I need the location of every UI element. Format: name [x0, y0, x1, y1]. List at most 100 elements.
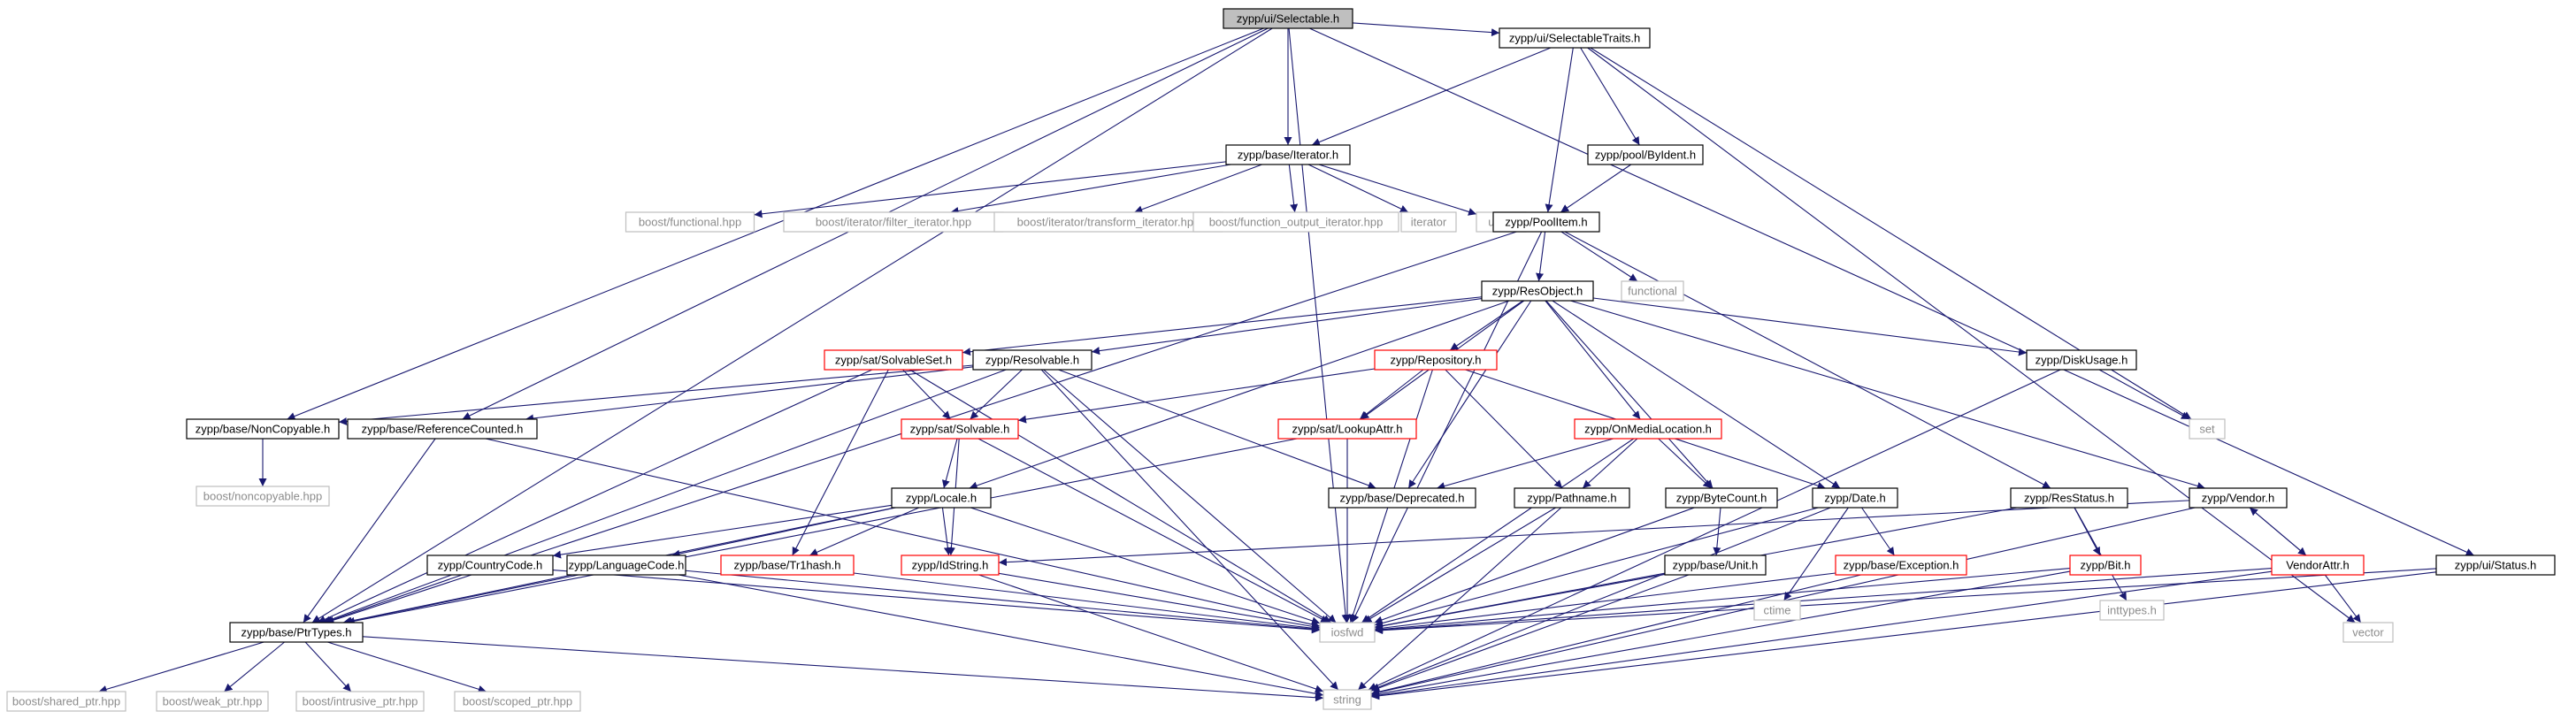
- node-box: [1322, 689, 1372, 710]
- edge-resolvable-to-deprecated: [1058, 369, 1376, 490]
- node-label: zypp/PoolItem.h: [1505, 216, 1587, 229]
- node-onmedia[interactable]: zypp/OnMediaLocation.h: [1574, 418, 1722, 440]
- node-label: zypp/base/PtrTypes.h: [241, 626, 351, 639]
- edge-resobject-to-date: [1552, 300, 1841, 489]
- edge-bit-to-iosfwd: [1374, 567, 2071, 633]
- node-deprecated[interactable]: zypp/base/Deprecated.h: [1328, 487, 1476, 509]
- node-weakptr: boost/weak_ptr.hpp: [156, 691, 269, 712]
- node-iteratorstd: iterator: [1400, 211, 1457, 233]
- node-resolvable[interactable]: zypp/Resolvable.h: [972, 349, 1092, 371]
- node-bit[interactable]: zypp/Bit.h: [2069, 555, 2142, 576]
- node-box: [156, 691, 269, 712]
- edge-bit-to-string: [1370, 570, 2071, 699]
- node-label: zypp/base/Exception.h: [1844, 559, 1959, 572]
- edge-refcounted-to-ptrtypes: [303, 438, 436, 623]
- node-pathname[interactable]: zypp/Pathname.h: [1514, 487, 1630, 509]
- node-solvableset[interactable]: zypp/sat/SolvableSet.h: [824, 349, 963, 371]
- node-label: boost/weak_ptr.hpp: [163, 695, 263, 708]
- node-byident[interactable]: zypp/pool/ByIdent.h: [1587, 144, 1704, 165]
- node-ptrtypes[interactable]: zypp/base/PtrTypes.h: [229, 622, 364, 643]
- edge-pathname-to-string: [1357, 507, 1562, 691]
- node-idstring[interactable]: zypp/IdString.h: [901, 555, 1000, 576]
- node-langcode[interactable]: zypp/LanguageCode.h: [566, 555, 686, 576]
- edge-vendorattr-to-string: [1370, 570, 2273, 700]
- node-inttypes: inttypes.h: [2099, 600, 2165, 621]
- node-unit[interactable]: zypp/base/Unit.h: [1664, 555, 1767, 576]
- node-solvable[interactable]: zypp/sat/Solvable.h: [901, 418, 1019, 440]
- node-tr1hash[interactable]: zypp/base/Tr1hash.h: [720, 555, 855, 576]
- node-label: boost/shared_ptr.hpp: [12, 695, 120, 708]
- edge-solvableset-to-tr1hash: [792, 369, 889, 556]
- edge-onmedia-to-deprecated: [1437, 438, 1614, 490]
- edge-resolvable-to-refcounted: [525, 366, 974, 423]
- node-repository[interactable]: zypp/Repository.h: [1374, 349, 1498, 371]
- node-iterator[interactable]: zypp/base/Iterator.h: [1225, 144, 1351, 165]
- node-box: [1621, 280, 1684, 302]
- node-box: [1225, 144, 1351, 165]
- edge-locale-to-iosfwd: [970, 507, 1321, 625]
- node-resstatus[interactable]: zypp/ResStatus.h: [2010, 487, 2128, 509]
- node-label: inttypes.h: [2107, 604, 2157, 617]
- node-seltraits[interactable]: zypp/ui/SelectableTraits.h: [1499, 27, 1651, 49]
- edge-byident-to-poolitem: [1560, 164, 1632, 213]
- node-label: zypp/base/Unit.h: [1673, 559, 1759, 572]
- node-diskusage[interactable]: zypp/DiskUsage.h: [2026, 349, 2137, 371]
- node-root[interactable]: zypp/ui/Selectable.h: [1223, 8, 1353, 29]
- node-label: zypp/Vendor.h: [2202, 492, 2274, 505]
- node-date[interactable]: zypp/Date.h: [1812, 487, 1898, 509]
- node-label: boost/function_output_iterator.hpp: [1209, 216, 1384, 229]
- edge-iterator-to-boostfunc: [754, 161, 1227, 218]
- node-noncopyable[interactable]: zypp/base/NonCopyable.h: [186, 418, 340, 440]
- node-label: iosfwd: [1331, 626, 1364, 639]
- node-status[interactable]: zypp/ui/Status.h: [2435, 555, 2556, 576]
- node-exception[interactable]: zypp/base/Exception.h: [1835, 555, 1967, 576]
- edge-iterator-to-filteriter: [950, 164, 1231, 215]
- edge-vendorattr-to-iosfwd: [1374, 568, 2273, 634]
- node-bytecount[interactable]: zypp/ByteCount.h: [1665, 487, 1778, 509]
- node-label: VendorAttr.h: [2286, 559, 2350, 572]
- node-iosfwd: iosfwd: [1319, 622, 1376, 643]
- node-label: zypp/Bit.h: [2080, 559, 2130, 572]
- edge-resolvable-to-string: [1040, 369, 1339, 691]
- edge-refcounted-to-iosfwd: [485, 438, 1321, 629]
- edge-resolvable-to-noncopyable: [338, 364, 974, 425]
- node-locale[interactable]: zypp/Locale.h: [891, 487, 992, 509]
- edge-poolitem-to-resstatus: [1564, 231, 2051, 489]
- edge-bytecount-to-iosfwd: [1374, 507, 1695, 624]
- edge-vendorattr-to-vendor: [2249, 507, 2307, 556]
- node-resobject[interactable]: zypp/ResObject.h: [1481, 280, 1594, 302]
- header-nodes: zypp/ui/Selectable.h zypp/ui/SelectableTr…: [6, 8, 2556, 712]
- node-box: [625, 211, 755, 233]
- node-poolitem[interactable]: zypp/PoolItem.h: [1492, 211, 1600, 233]
- edge-resolvable-to-iosfwd: [1043, 369, 1337, 623]
- node-label: set: [2199, 423, 2215, 436]
- node-label: zypp/sat/LookupAttr.h: [1292, 423, 1402, 436]
- node-box: [196, 486, 330, 507]
- node-box: [1374, 349, 1498, 371]
- node-refcounted[interactable]: zypp/base/ReferenceCounted.h: [347, 418, 538, 440]
- node-lookupattr[interactable]: zypp/sat/LookupAttr.h: [1277, 418, 1417, 440]
- node-label: zypp/OnMediaLocation.h: [1584, 423, 1712, 436]
- node-box: [1665, 487, 1778, 509]
- edge-status-to-iosfwd: [1374, 568, 2437, 635]
- edge-onmedia-to-iosfwd: [1361, 438, 1635, 623]
- edge-poolitem-to-resobject: [1536, 231, 1546, 282]
- node-box: [1481, 280, 1594, 302]
- node-box: [566, 555, 686, 576]
- edge-ptrtypes-to-weakptr: [224, 641, 285, 692]
- edge-unit-to-iosfwd: [1374, 573, 1666, 631]
- node-vendor[interactable]: zypp/Vendor.h: [2189, 487, 2288, 509]
- node-countrycode[interactable]: zypp/CountryCode.h: [426, 555, 554, 576]
- node-vendorattr[interactable]: VendorAttr.h: [2271, 555, 2365, 576]
- edge-resolvable-to-solvable: [970, 369, 1023, 420]
- node-box: [972, 349, 1092, 371]
- node-label: zypp/sat/SolvableSet.h: [835, 354, 952, 367]
- node-vector: vector: [2342, 622, 2394, 643]
- edge-date-to-ctime: [1783, 507, 1849, 601]
- edge-iterator-to-utility: [1318, 164, 1477, 216]
- edge-onmedia-to-bytecount: [1658, 438, 1712, 489]
- node-box: [1587, 144, 1704, 165]
- edge-solvableset-to-iosfwd: [909, 369, 1331, 623]
- node-box: [426, 555, 554, 576]
- node-label: zypp/ui/SelectableTraits.h: [1509, 32, 1640, 45]
